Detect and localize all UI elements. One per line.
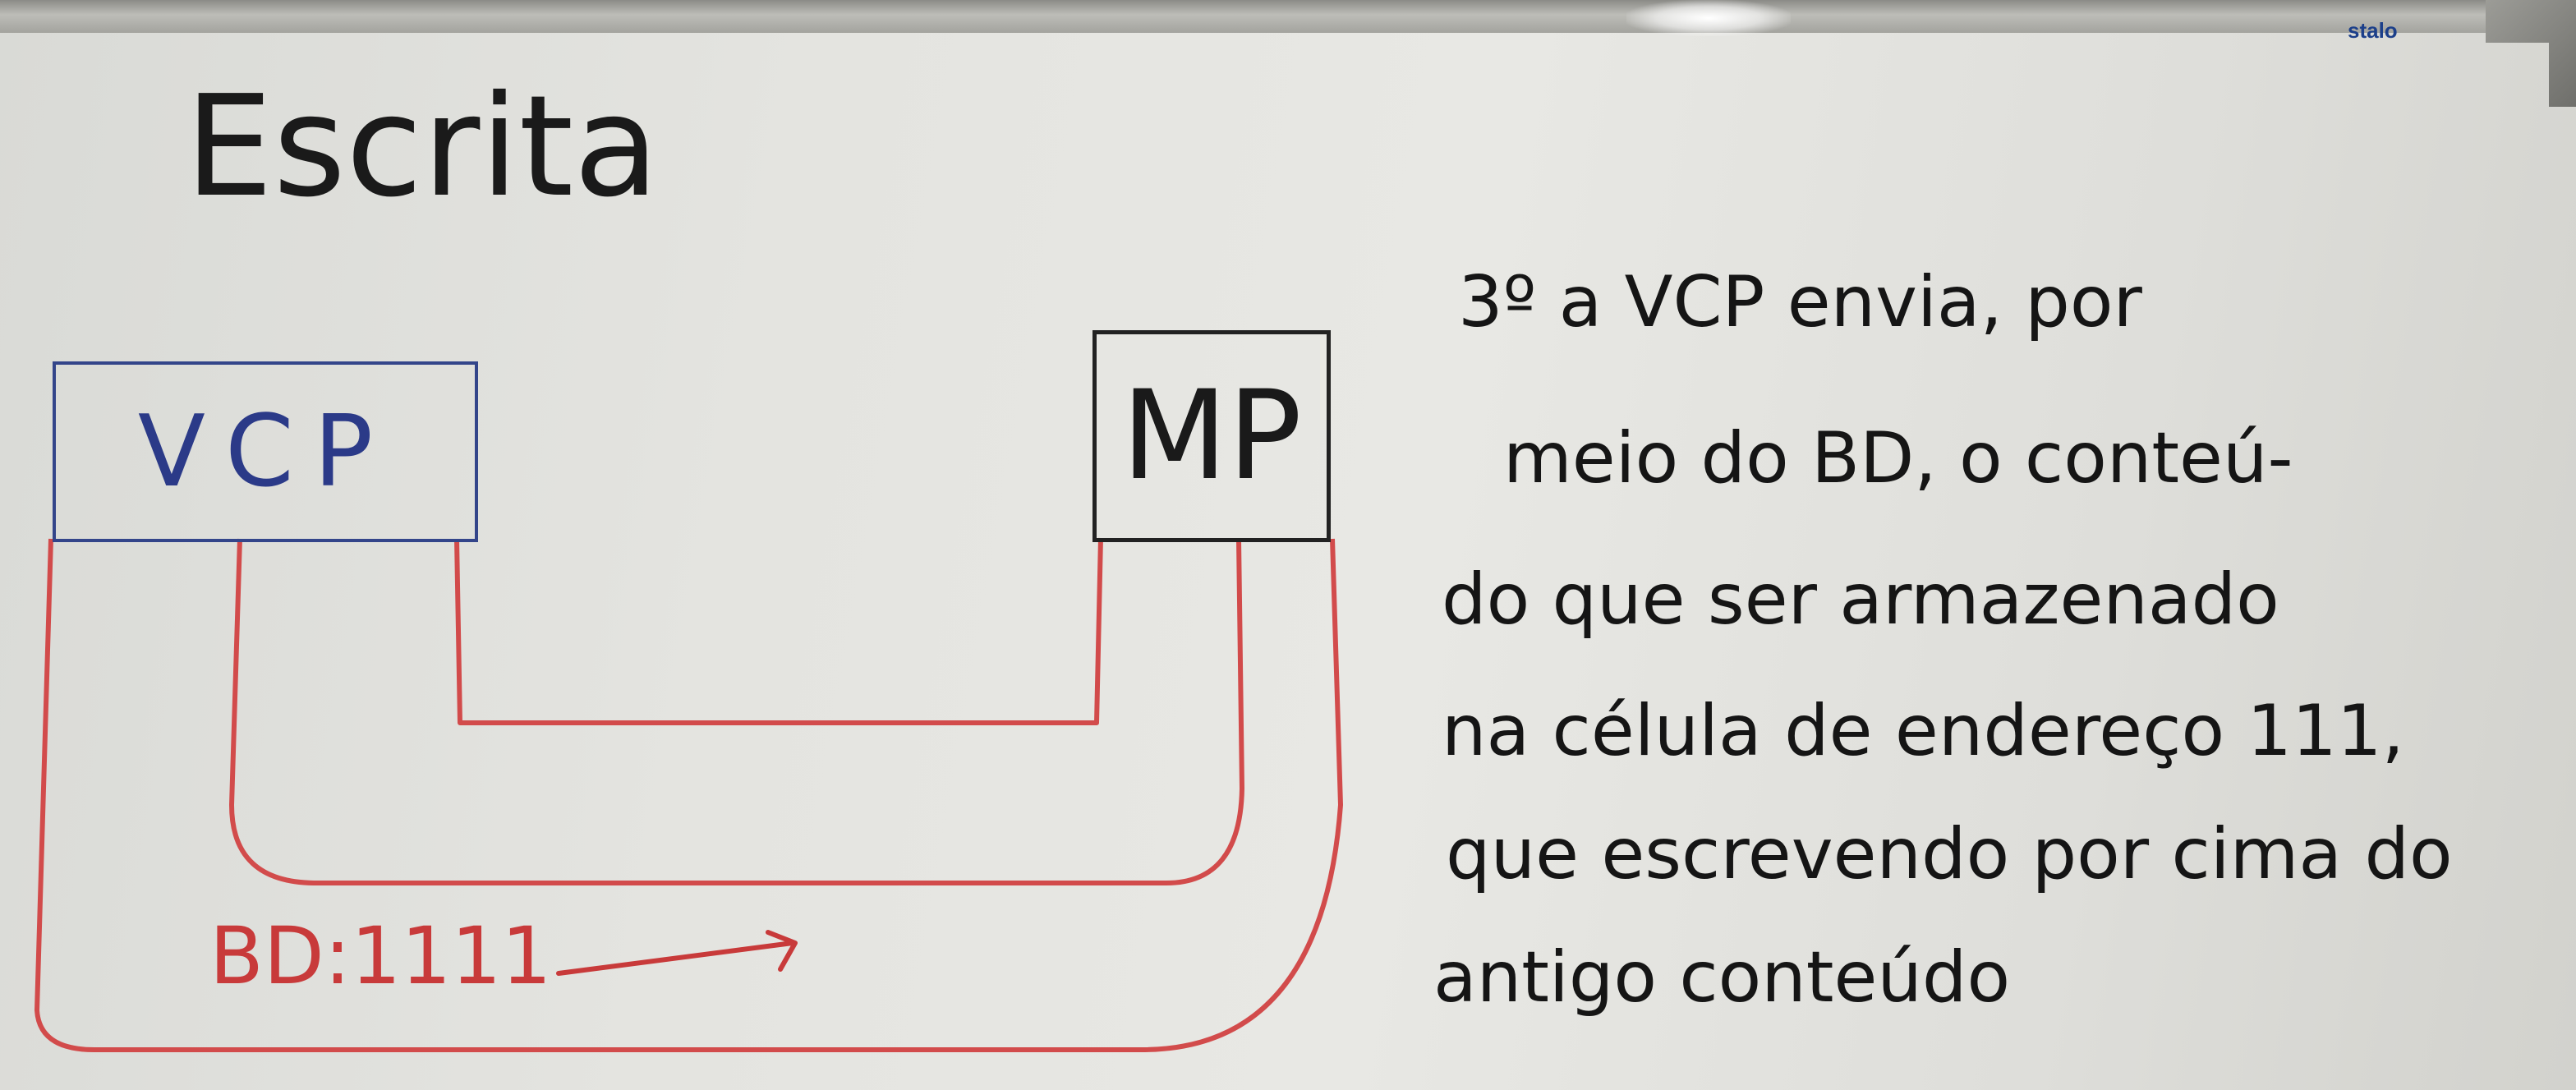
cpu-label: VCP	[137, 394, 393, 509]
board-title: Escrita	[185, 66, 660, 228]
whiteboard	[0, 15, 2576, 1090]
note-line: meio do BD, o conteú-	[1503, 417, 2293, 499]
note-line: que escrevendo por cima do	[1446, 813, 2453, 895]
bus-arrow	[556, 930, 798, 976]
memory-label: MP	[1121, 365, 1302, 508]
control-bus-wire	[34, 538, 1343, 1052]
whiteboard-frame	[0, 0, 2576, 33]
address-bus-wire	[454, 537, 1103, 725]
note-line: na célula de endereço 111,	[1442, 690, 2404, 772]
note-line: 3º a VCP envia, por	[1458, 261, 2142, 343]
bus-label: BD:1111	[209, 910, 552, 1002]
light-glare	[1626, 0, 1791, 36]
note-line: do que ser armazenado	[1442, 559, 2279, 641]
data-bus-wire	[229, 538, 1244, 885]
brand-logo: stalo	[2348, 18, 2398, 43]
memory-box: MP	[1092, 330, 1331, 542]
cpu-box: VCP	[53, 361, 478, 542]
note-line: antigo conteúdo	[1433, 936, 2011, 1019]
